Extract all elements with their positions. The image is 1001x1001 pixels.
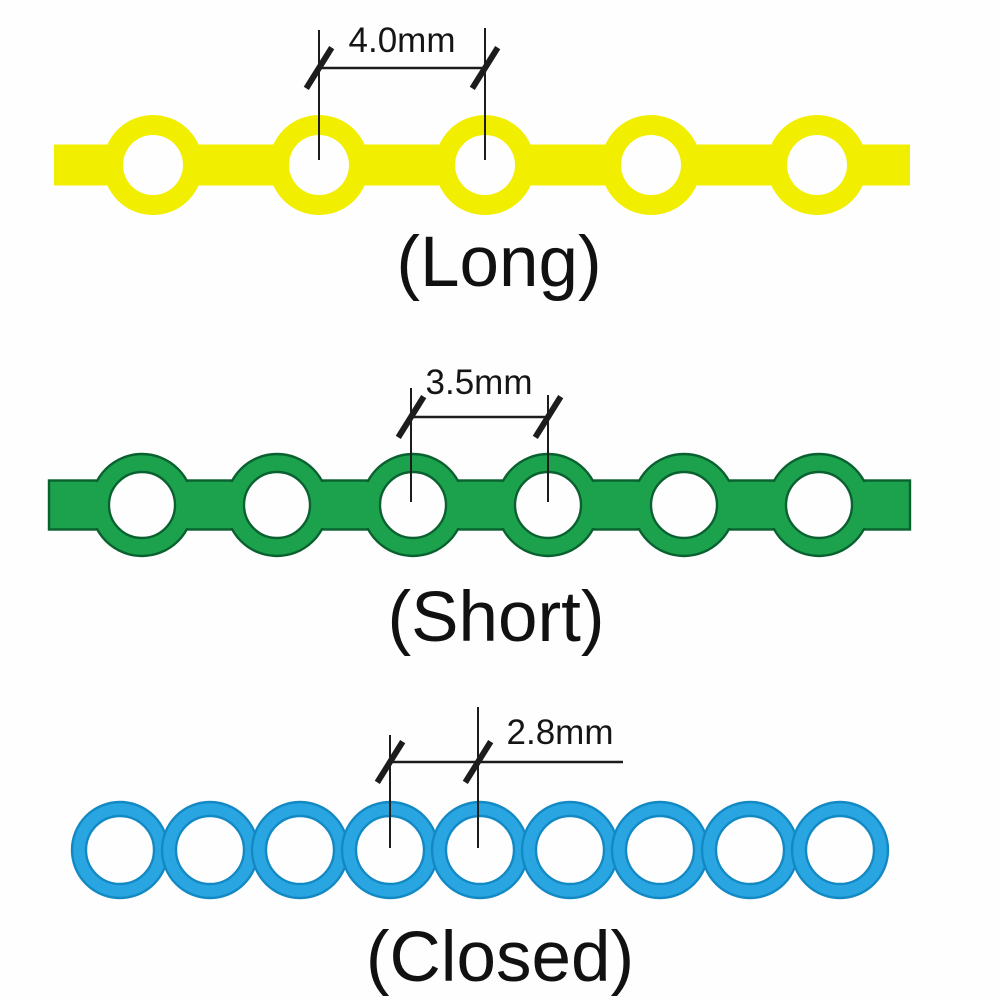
chain-ring-hole [804, 814, 876, 886]
dimension-tick [374, 740, 406, 784]
dimension-tick [303, 46, 335, 90]
chain-ring-hole [534, 814, 606, 886]
chain-ring-hole [84, 814, 156, 886]
chain-ring-hole [455, 135, 515, 195]
dimension-tick [532, 395, 564, 439]
chain-closed-art [70, 800, 890, 900]
chain-ring-hole [289, 135, 349, 195]
long-caption: (Long) [396, 223, 601, 302]
chain-ring-hole [784, 470, 854, 540]
dimension-tick [395, 395, 427, 439]
chain-ring-hole [444, 814, 516, 886]
chain-ring-hole [787, 135, 847, 195]
dimension-tick [462, 740, 494, 784]
short-caption: (Short) [388, 578, 605, 657]
chain-ring-hole [621, 135, 681, 195]
chain-ring-hole [264, 814, 336, 886]
chain-short-art [47, 452, 912, 558]
chain-short-dim [395, 388, 564, 502]
chain-long-dim [303, 28, 501, 160]
dimension-tick [469, 46, 501, 90]
chain-ring-hole [242, 470, 312, 540]
chain-ring-hole [174, 814, 246, 886]
short-measurement-label: 3.5mm [426, 363, 533, 402]
chain-ring-hole [714, 814, 786, 886]
chain-ring-hole [649, 470, 719, 540]
chain-ring-hole [107, 470, 177, 540]
chain-closed-dim [374, 707, 623, 848]
long-measurement-label: 4.0mm [349, 21, 456, 60]
chain-ring-hole [123, 135, 183, 195]
closed-caption: (Closed) [366, 918, 634, 997]
chain-long-art [54, 115, 910, 215]
chain-bar-fill [50, 482, 909, 528]
closed-measurement-label: 2.8mm [507, 713, 614, 752]
chain-ring-hole [378, 470, 448, 540]
chain-ring-hole [624, 814, 696, 886]
